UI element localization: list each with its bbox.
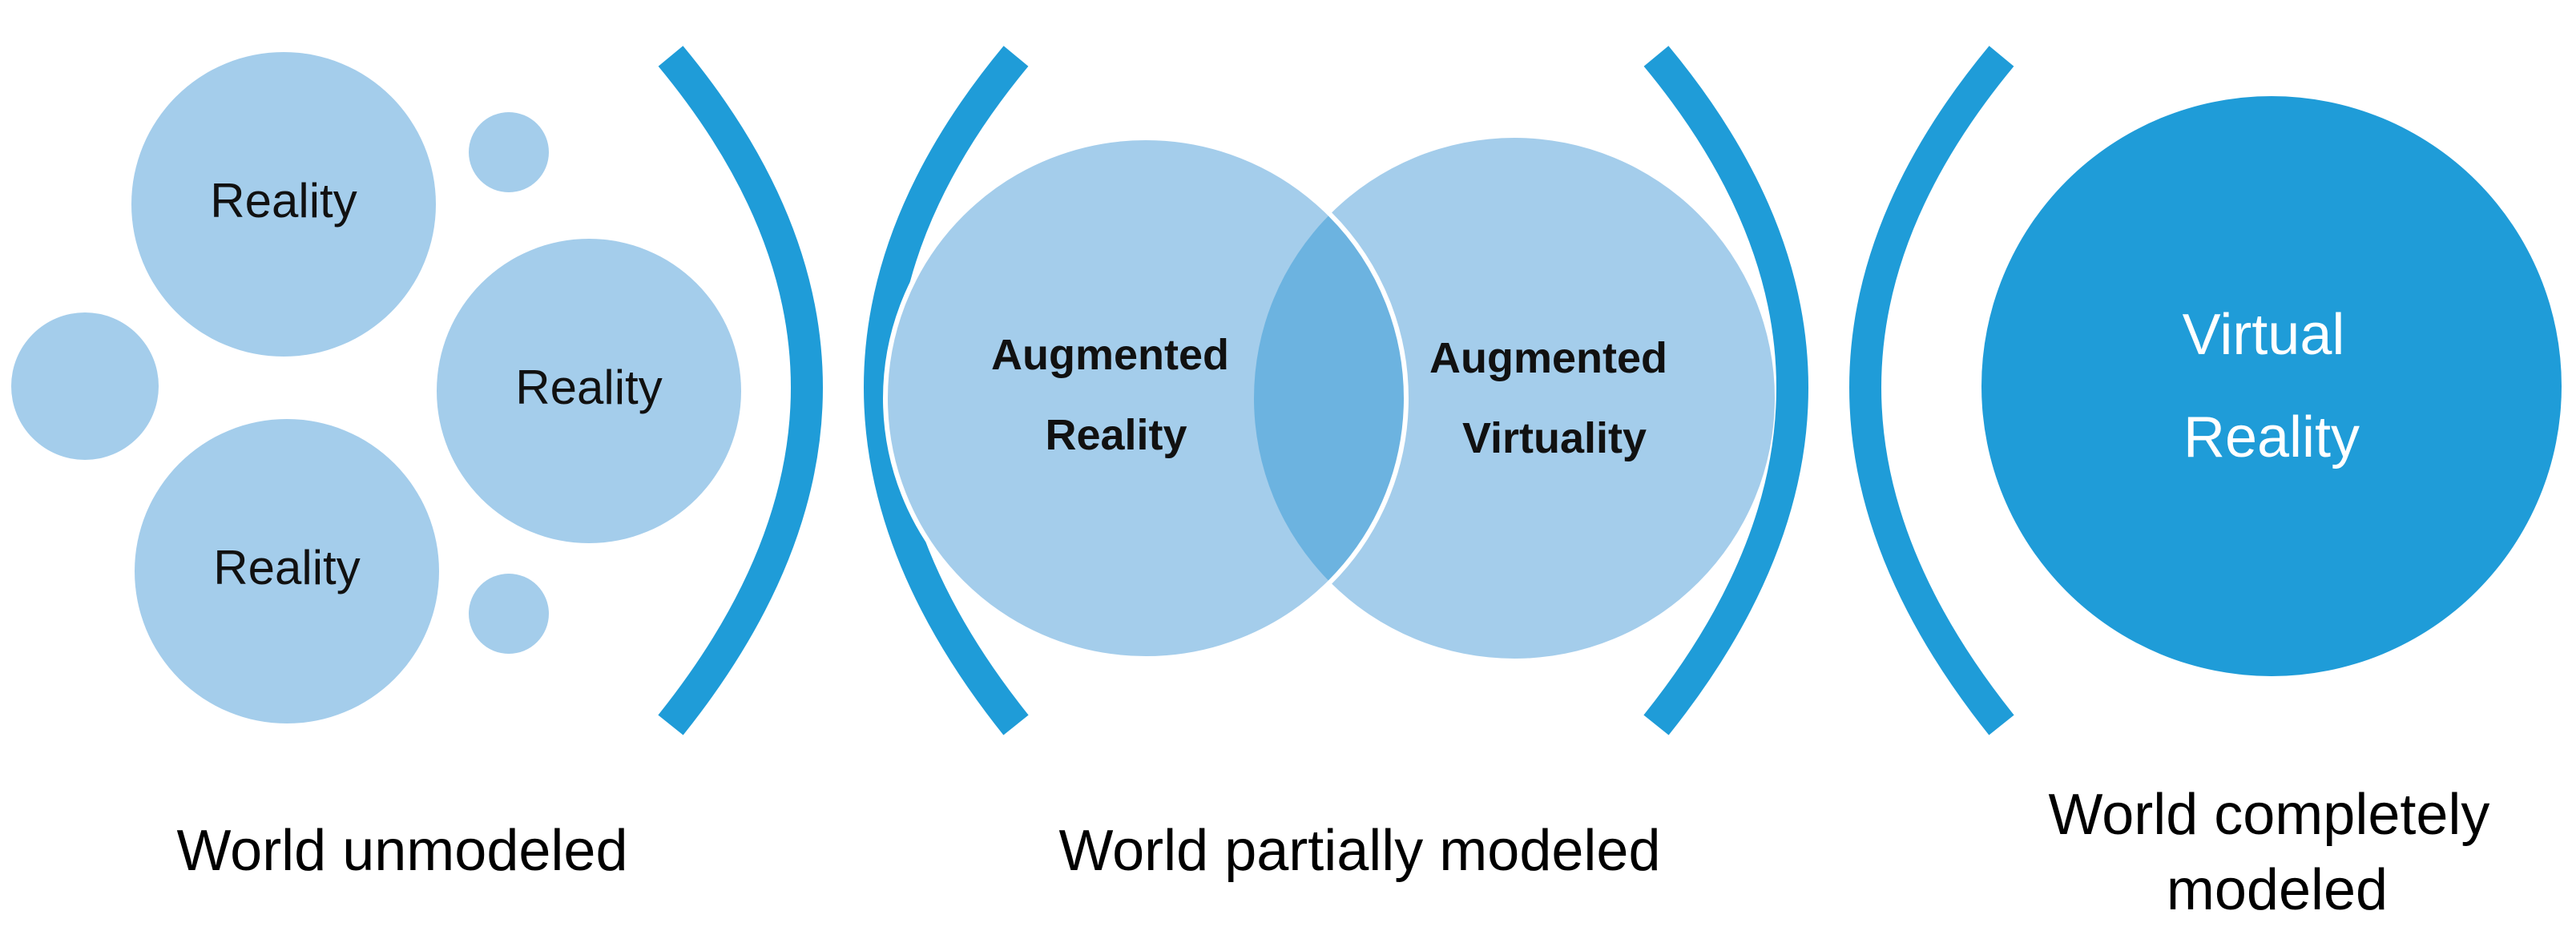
small-bubble-top-right — [469, 112, 549, 192]
reality-circle-middle — [437, 239, 741, 543]
reality-label-middle-line-1: Reality — [515, 361, 662, 414]
section-world-completely-modeled: Virtual Reality — [1849, 46, 2562, 735]
virtual-reality-label-line-1: Virtual — [2183, 303, 2345, 367]
reality-circle-bottom — [135, 419, 439, 723]
augmented-virtuality-circle — [1254, 138, 1775, 659]
caption-world-unmodeled-line-1: World unmodeled — [177, 819, 628, 883]
virtual-reality-circle — [1981, 96, 2562, 676]
section-world-unmodeled: Reality Reality Reality — [11, 52, 741, 723]
section-world-partially-modeled: Augmented Reality Augmented Virtuality — [864, 46, 1775, 735]
reality-circle-top — [131, 52, 436, 357]
reality-label-bottom-line-1: Reality — [213, 541, 360, 594]
caption-world-completely-modeled-line-2: modeled — [2167, 858, 2388, 922]
caption-world-unmodeled: World unmodeled — [177, 819, 628, 883]
augmented-reality-outline — [883, 135, 1409, 661]
augmented-virtuality-label-line-2: Virtuality — [1462, 414, 1647, 462]
caption-world-partially-modeled: World partially modeled — [1058, 819, 1660, 883]
bracket-open-middle — [864, 46, 1029, 735]
caption-world-completely-modeled: World completely modeled — [2049, 783, 2506, 922]
caption-world-completely-modeled-line-1: World completely — [2049, 783, 2490, 847]
virtual-reality-label: Virtual Reality — [2183, 303, 2361, 469]
reality-label-top-line-1: Reality — [210, 174, 357, 228]
augmented-reality-label-line-1: Augmented — [991, 331, 1229, 379]
reality-label-bottom: Reality — [213, 541, 360, 594]
augmented-virtuality-label-line-1: Augmented — [1429, 334, 1667, 382]
caption-world-partially-modeled-line-1: World partially modeled — [1058, 819, 1660, 883]
bracket-close-left — [658, 46, 823, 735]
virtual-reality-label-line-2: Reality — [2183, 405, 2360, 469]
augmented-reality-label: Augmented Reality — [991, 331, 1241, 459]
small-bubble-left — [11, 312, 159, 460]
bracket-open-right — [1849, 46, 2014, 735]
reality-label-top: Reality — [210, 174, 357, 228]
small-bubble-bottom-right — [469, 574, 549, 654]
bracket-close-middle — [1643, 46, 1808, 735]
augmented-reality-circle — [885, 138, 1406, 659]
augmented-virtuality-label: Augmented Virtuality — [1429, 334, 1679, 462]
augmented-reality-label-line-2: Reality — [1045, 411, 1187, 459]
reality-label-middle: Reality — [515, 361, 662, 414]
